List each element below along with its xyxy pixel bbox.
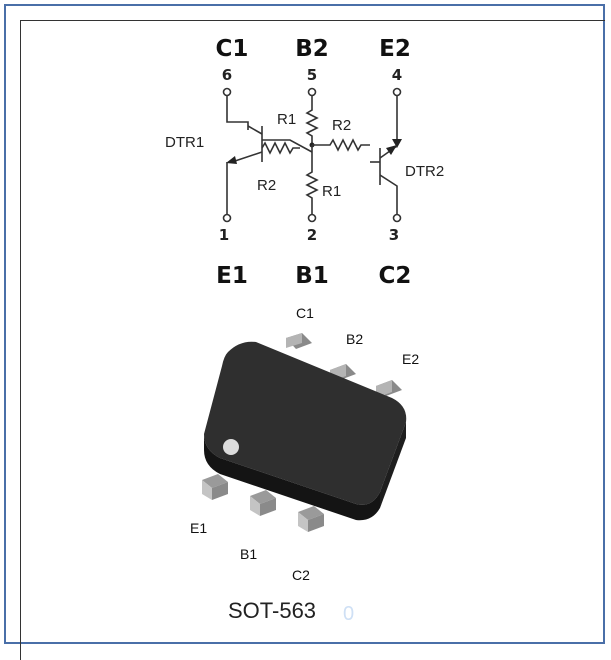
pkg-label-b2: B2: [346, 331, 363, 347]
package-body-edge: [380, 422, 406, 508]
pin-number-3: 3: [389, 226, 399, 244]
pin-terminal-3: [392, 213, 402, 223]
package-name: SOT-563: [228, 598, 316, 623]
pin-header-c2: C2: [379, 263, 412, 289]
junction-e2: [392, 139, 402, 148]
wire-c2: [379, 174, 398, 214]
pin-terminal-5: [307, 87, 317, 97]
pkg-label-c2: C2: [292, 567, 310, 583]
dtr1-emitter: [231, 151, 263, 163]
label-dtr1: DTR1: [165, 134, 204, 151]
label-r2-top: R2: [332, 117, 351, 134]
r1-bottom: [305, 160, 319, 214]
figure: C1 B2 E2 6 5 4 DTR1 DTR2 R1 R2 R2 R1 1 2…: [165, 36, 444, 625]
pin-terminal-2: [307, 213, 317, 223]
pin-terminal-4: [392, 87, 402, 97]
pin-terminal-1: [222, 213, 232, 223]
pin-terminal-6: [222, 87, 232, 97]
pkg-label-b1: B1: [240, 546, 257, 562]
label-r2-bottom: R2: [257, 177, 276, 194]
pin-header-e1: E1: [216, 263, 248, 289]
wire-c1: [226, 96, 249, 130]
dtr1-r2: [261, 141, 300, 155]
package-pins-bottom: [202, 474, 324, 532]
inner-frame: [20, 20, 605, 660]
label-r1-bottom: R1: [322, 183, 341, 200]
dtr2-r2: [312, 138, 370, 152]
dtr1-collector: [247, 125, 263, 135]
pin-number-6: 6: [222, 66, 232, 84]
r1-top: [305, 96, 319, 145]
dtr1-emitter-arrow: [226, 156, 237, 164]
package-body: [204, 341, 407, 505]
package-body-side: [204, 434, 380, 521]
pin-number-1: 1: [219, 226, 229, 244]
pin-number-5: 5: [307, 66, 317, 84]
pin-number-2: 2: [307, 226, 317, 244]
pin-number-4: 4: [392, 66, 402, 84]
pin-header-e2: E2: [379, 36, 411, 62]
pin-header-b1: B1: [295, 263, 329, 289]
watermark: 0: [343, 603, 354, 625]
pin-header-c1: C1: [216, 36, 249, 62]
label-r1-top: R1: [277, 111, 296, 128]
pkg-label-e2: E2: [402, 351, 419, 367]
pin1-dot: [223, 439, 239, 455]
pkg-label-c1: C1: [296, 305, 314, 321]
pin-header-b2: B2: [295, 36, 329, 62]
pkg-label-e1: E1: [190, 520, 207, 536]
dtr2-emitter-arrow: [386, 145, 397, 155]
label-dtr2: DTR2: [405, 163, 444, 180]
wire-dtr1-base: [262, 139, 313, 153]
